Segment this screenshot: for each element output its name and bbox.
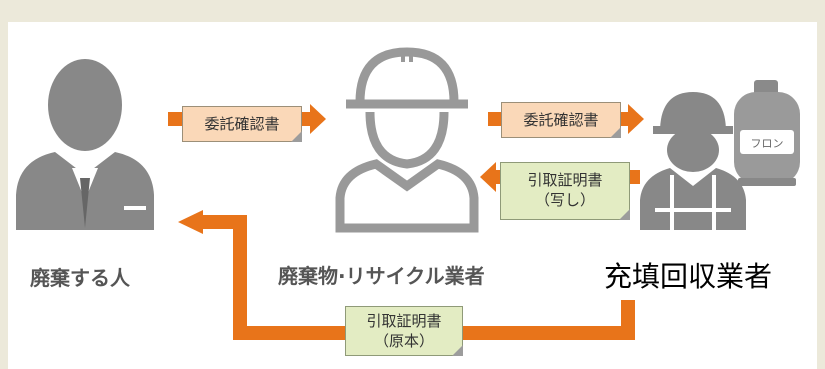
consignment-note-1: 委託確認書 bbox=[182, 106, 302, 142]
receipt-copy-line1: 引取証明書 bbox=[527, 171, 603, 189]
receipt-original-line2: （原本） bbox=[373, 332, 434, 350]
freon-tank-icon bbox=[734, 80, 800, 186]
recycler-worker-icon bbox=[335, 47, 479, 233]
collector-worker-icon bbox=[640, 92, 746, 230]
receipt-original-note: 引取証明書 （原本） bbox=[345, 306, 463, 356]
discharger-person-icon bbox=[16, 59, 154, 230]
consignment-note-2: 委託確認書 bbox=[501, 102, 621, 138]
receipt-copy-line2: （写し） bbox=[534, 191, 595, 209]
freon-tank-label: フロン bbox=[751, 137, 784, 150]
consignment-note-2-text: 委託確認書 bbox=[523, 111, 599, 129]
recycler-label: 廃棄物·リサイクル業者 bbox=[278, 264, 485, 288]
note-fold-corner bbox=[291, 131, 302, 142]
discharger-label: 廃棄する人 bbox=[30, 266, 130, 290]
receipt-copy-note: 引取証明書 （写し） bbox=[500, 162, 630, 220]
note-fold-corner bbox=[610, 127, 621, 138]
collector-label: 充填回収業者 bbox=[604, 260, 773, 293]
consignment-note-1-text: 委託確認書 bbox=[204, 115, 280, 133]
note-fold-corner bbox=[452, 345, 463, 356]
arrow-receipt-original bbox=[178, 210, 635, 340]
note-fold-corner bbox=[619, 209, 630, 220]
receipt-original-line1: 引取証明書 bbox=[366, 312, 442, 330]
